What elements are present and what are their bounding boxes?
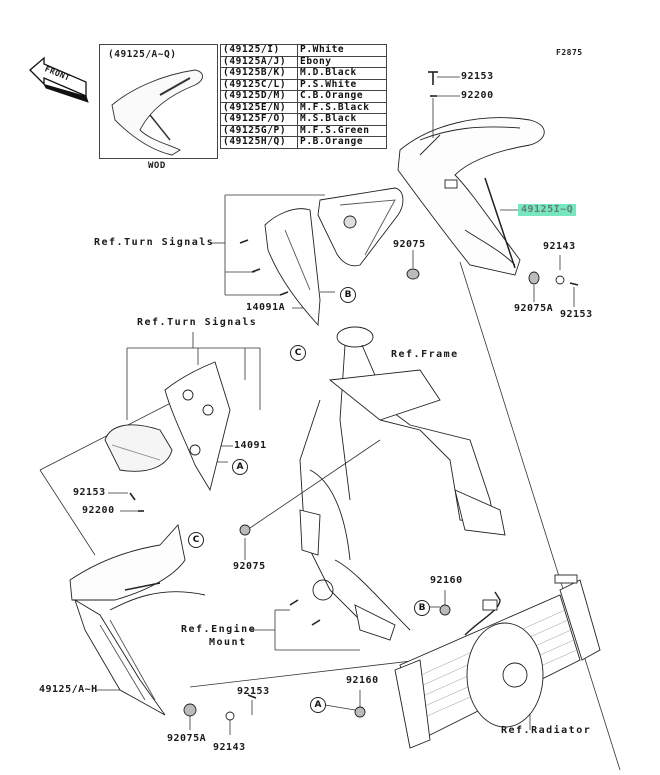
color-code: (49125B/K): [220, 67, 298, 80]
part-label-92075[interactable]: 92075: [233, 561, 266, 572]
color-name: M.F.S.Green: [297, 124, 387, 137]
part-label-92075a[interactable]: 92075A: [167, 733, 207, 744]
callout-b: B: [414, 600, 430, 616]
part-label-92143[interactable]: 92143: [543, 241, 576, 252]
table-row: (49125F/O)M.S.Black: [220, 113, 387, 126]
part-label-92153[interactable]: 92153: [461, 71, 494, 82]
part-label-14091a[interactable]: 14091A: [246, 302, 286, 313]
part-label-14091[interactable]: 14091: [234, 440, 267, 451]
ref-engine-mount-line1[interactable]: Ref.Engine: [181, 624, 257, 635]
part-label-92160[interactable]: 92160: [346, 675, 379, 686]
upper-turn-signal: [239, 187, 404, 327]
callout-c: C: [188, 532, 204, 548]
table-row: (49125D/M)C.B.Orange: [220, 90, 387, 103]
table-row: (49125B/K)M.D.Black: [220, 67, 387, 80]
color-code: (49125/I): [220, 44, 298, 57]
color-name: P.S.White: [297, 78, 387, 91]
table-row: (49125H/Q)P.B.Orange: [220, 136, 387, 149]
table-row: (49125A/J)Ebony: [220, 55, 387, 68]
color-code: (49125G/P): [220, 124, 298, 137]
part-label-92075a[interactable]: 92075A: [514, 303, 554, 314]
color-name: P.B.Orange: [297, 136, 387, 149]
part-label-92160[interactable]: 92160: [430, 575, 463, 586]
frame-structure: [299, 326, 506, 641]
screw-icons: [129, 71, 579, 699]
figure-id: F2875: [556, 48, 583, 57]
upper-right-fairing: [397, 117, 545, 276]
ref-radiator[interactable]: Ref.Radiator: [501, 725, 592, 736]
radiator-assembly: [394, 574, 601, 749]
part-label-49125-a-h[interactable]: 49125/A~H: [39, 684, 98, 695]
variant-box-title: (49125/A~Q): [108, 49, 177, 60]
color-code: (49125C/L): [220, 78, 298, 91]
table-row: (49125/I)P.White: [220, 44, 387, 57]
part-label-92153[interactable]: 92153: [73, 487, 106, 498]
color-name: M.S.Black: [297, 113, 387, 126]
color-code: (49125D/M): [220, 90, 298, 103]
ref-turn-signals-lower[interactable]: Ref.Turn Signals: [137, 317, 258, 328]
part-label-49125-highlighted[interactable]: 49125I~Q: [518, 204, 577, 216]
callout-c: C: [290, 345, 306, 361]
front-arrow-icon: [29, 56, 89, 103]
color-name: P.White: [297, 44, 387, 57]
variant-box: (49125/A~Q): [99, 44, 218, 159]
variant-box-caption: WOD: [148, 161, 166, 171]
lower-left-fairing: [69, 524, 206, 716]
ref-turn-signals-upper[interactable]: Ref.Turn Signals: [94, 237, 215, 248]
color-code: (49125F/O): [220, 113, 298, 126]
table-row: (49125E/N)M.F.S.Black: [220, 101, 387, 114]
callout-a: A: [310, 697, 326, 713]
lower-turn-signal: [104, 361, 231, 492]
part-label-92153[interactable]: 92153: [237, 686, 270, 697]
color-name: Ebony: [297, 55, 387, 68]
color-table: (49125/I)P.White (49125A/J)Ebony (49125B…: [220, 44, 387, 149]
ref-engine-mount-line2[interactable]: Mount: [209, 637, 247, 648]
color-name: M.D.Black: [297, 67, 387, 80]
grommet-icons: [183, 268, 565, 721]
part-label-92200[interactable]: 92200: [82, 505, 115, 516]
part-label-92153[interactable]: 92153: [560, 309, 593, 320]
table-row: (49125C/L)P.S.White: [220, 78, 387, 91]
color-code: (49125H/Q): [220, 136, 298, 149]
color-name: M.F.S.Black: [297, 101, 387, 114]
color-code: (49125E/N): [220, 101, 298, 114]
callout-b: B: [340, 287, 356, 303]
part-label-92200[interactable]: 92200: [461, 90, 494, 101]
part-label-92075[interactable]: 92075: [393, 239, 426, 250]
callout-a: A: [232, 459, 248, 475]
color-name: C.B.Orange: [297, 90, 387, 103]
color-code: (49125A/J): [220, 55, 298, 68]
ref-frame[interactable]: Ref.Frame: [391, 349, 459, 360]
table-row: (49125G/P)M.F.S.Green: [220, 124, 387, 137]
part-label-92143[interactable]: 92143: [213, 742, 246, 753]
variant-fairing-sketch: [111, 69, 203, 156]
